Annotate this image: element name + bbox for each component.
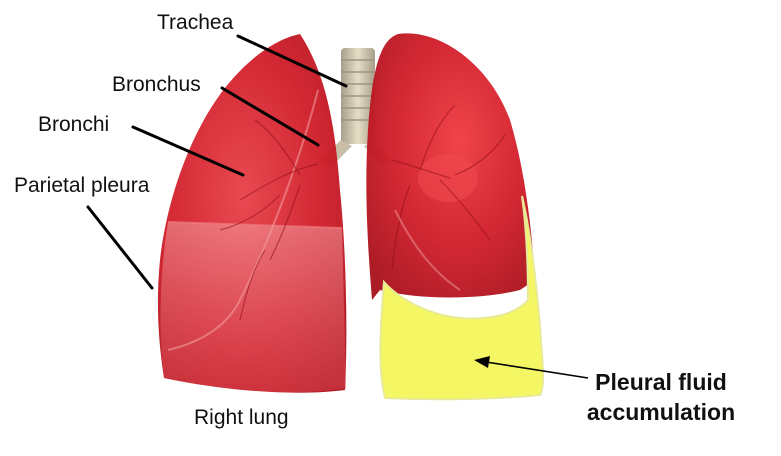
- right-lung-label: Right lung: [194, 406, 289, 429]
- left-lung-shape: [366, 33, 535, 300]
- right-lung-shape: [157, 34, 347, 393]
- trachea-leader-line: [236, 34, 348, 88]
- bronchus-leader-line: [220, 86, 320, 147]
- pleural-fluid-label: Pleural fluid accumulation: [576, 368, 746, 428]
- parietal-pleura-label: Parietal pleura: [14, 174, 150, 197]
- bronchi-leader-line: [131, 125, 245, 177]
- pleural-fluid-label-line2: accumulation: [586, 398, 736, 425]
- bronchi-label: Bronchi: [38, 113, 110, 136]
- parietal-pleura-leader-line: [86, 205, 154, 290]
- trachea-label: Trachea: [157, 11, 234, 34]
- bronchus-label: Bronchus: [112, 73, 201, 96]
- pleural-fluid-region: [379, 195, 545, 401]
- pleural-fluid-label-line1: Pleural fluid: [595, 369, 727, 395]
- pleural-fluid-arrow: [474, 356, 589, 379]
